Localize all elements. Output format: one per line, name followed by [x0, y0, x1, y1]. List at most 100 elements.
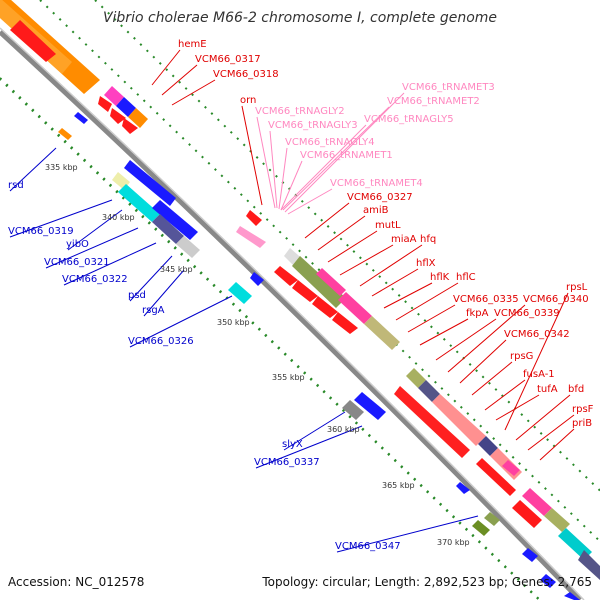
gene-label-red[interactable]: orn — [240, 95, 256, 106]
gene-label-red[interactable]: hfq — [420, 234, 436, 245]
feature-blue-arrow-1 — [74, 112, 88, 124]
leader-line-pink — [278, 147, 288, 210]
gene-label-blue[interactable]: rsd — [8, 180, 24, 191]
feature-olive-2 — [406, 368, 426, 388]
feature-blue-2 — [124, 160, 176, 206]
forward-strand-features — [0, 0, 600, 580]
gene-label-blue[interactable]: psd — [128, 290, 146, 301]
gene-label-red[interactable]: tufA — [537, 384, 558, 395]
leader-line-blue — [283, 411, 346, 451]
gene-label-blue[interactable]: rsgA — [142, 305, 165, 316]
gene-label-blue[interactable]: VCM66_0337 — [254, 457, 320, 468]
leader-line-pink — [280, 124, 367, 211]
feature-red-4 — [312, 296, 338, 318]
gene-label-pink[interactable]: VCM66_tRNAMET3 — [402, 82, 495, 93]
feature-slate-3 — [578, 550, 600, 580]
feature-blue-9 — [564, 592, 580, 600]
gene-label-pink[interactable]: VCM66_tRNAMET4 — [330, 178, 423, 189]
topology-label: Topology: circular; Length: 2,892,523 bp… — [261, 575, 592, 589]
gene-label-red[interactable]: fkpA — [466, 308, 489, 319]
leader-line-blue — [129, 255, 173, 302]
leader-line-red — [484, 379, 526, 411]
leader-line-red — [419, 318, 469, 346]
feature-blue-8 — [540, 574, 556, 588]
feature-pink-1 — [316, 268, 346, 296]
gene-label-red[interactable]: amiB — [363, 205, 389, 216]
leader-line-red — [151, 49, 181, 86]
gene-label-pink[interactable]: VCM66_tRNAGLY4 — [285, 137, 375, 148]
gene-label-pink[interactable]: VCM66_tRNAGLY2 — [255, 106, 345, 117]
map-title: Vibrio cholerae M66-2 chromosome I, comp… — [103, 10, 497, 26]
gene-label-red[interactable]: VCM66_0339 — [494, 308, 560, 319]
leader-line-pink — [282, 106, 390, 211]
chromosome-backbone — [0, 27, 585, 600]
gene-label-red[interactable]: VCM66_0317 — [195, 54, 261, 65]
gene-label-red[interactable]: VCM66_0335 — [453, 294, 519, 305]
leader-line-red — [339, 244, 394, 276]
feature-orange-2 — [128, 108, 148, 128]
gene-label-red[interactable]: hflC — [456, 272, 476, 283]
feature-olive-1 — [292, 256, 346, 308]
gene-label-red[interactable]: fusA-1 — [523, 369, 555, 380]
leader-line-red — [407, 304, 456, 333]
gene-label-red[interactable]: hemE — [178, 39, 207, 50]
leader-line-red — [327, 230, 378, 263]
leader-line-blue — [143, 269, 185, 317]
leader-line-red — [447, 304, 526, 373]
gene-label-red[interactable]: miaA — [391, 234, 417, 245]
gene-label-blue[interactable]: VCM66_0322 — [62, 274, 128, 285]
gene-label-blue[interactable]: VCM66_0319 — [8, 226, 74, 237]
gene-label-red[interactable]: VCM66_0327 — [347, 192, 413, 203]
gene-label-pink[interactable]: VCM66_tRNAGLY5 — [364, 114, 454, 125]
gene-label-red[interactable]: rpsG — [510, 351, 533, 362]
feature-cyan-2 — [118, 184, 160, 222]
leader-line-red — [527, 414, 575, 451]
feature-red-2 — [274, 266, 298, 286]
feature-blue-6 — [456, 482, 470, 494]
kbp-tick-label: 335 kbp — [45, 163, 78, 172]
leader-line-red — [539, 428, 575, 461]
gene-label-red[interactable]: rpsL — [566, 282, 588, 293]
gene-label-red[interactable]: hflK — [430, 272, 450, 283]
leader-line-red — [495, 394, 540, 421]
gene-label-blue[interactable]: yibO — [66, 239, 89, 250]
gene-label-pink[interactable]: VCM66_tRNAMET2 — [387, 96, 480, 107]
leader-line-blue — [63, 242, 157, 286]
gene-label-blue[interactable]: VCM66_0321 — [44, 257, 110, 268]
gene-label-red[interactable]: bfd — [568, 384, 584, 395]
gene-label-pink[interactable]: VCM66_tRNAGLY3 — [268, 120, 358, 131]
feature-red-6 — [476, 458, 516, 496]
ruler-track-inner-2 — [0, 77, 541, 600]
gene-label-blue[interactable]: VCM66_0347 — [335, 541, 401, 552]
feature-slate-1 — [418, 380, 440, 402]
kbp-tick-label: 355 kbp — [272, 373, 305, 382]
leader-line-red — [395, 282, 459, 321]
gene-label-red[interactable]: VCM66_0318 — [213, 69, 279, 80]
gene-label-red[interactable]: VCM66_0340 — [523, 294, 589, 305]
kbp-tick-label: 340 kbp — [102, 213, 135, 222]
feature-khaki-1 — [364, 316, 400, 350]
gene-label-red[interactable]: hflX — [416, 258, 436, 269]
leader-line-blue — [9, 199, 113, 238]
feature-pink-2 — [338, 292, 372, 324]
feature-pink-3 — [502, 460, 520, 476]
gene-label-pink[interactable]: VCM66_tRNAMET1 — [300, 150, 393, 161]
feature-red-arrows — [394, 386, 470, 458]
gene-label-red[interactable]: VCM66_0342 — [504, 329, 570, 340]
gene-label-red[interactable]: priB — [572, 418, 592, 429]
gene-label-red[interactable]: mutL — [375, 220, 401, 231]
feature-red-5 — [332, 312, 358, 334]
leader-line-red — [241, 105, 263, 206]
accession-label: Accession: NC_012578 — [8, 575, 144, 589]
feature-red-small-3 — [122, 118, 138, 134]
feature-red-small-1 — [98, 96, 112, 112]
gene-label-blue[interactable]: VCM66_0326 — [128, 336, 194, 347]
leader-line-red — [317, 215, 366, 251]
gene-label-blue[interactable]: slyX — [282, 439, 303, 450]
gene-label-red[interactable]: rpsF — [572, 404, 594, 415]
leader-line-red — [371, 268, 419, 297]
leader-line-blue — [336, 515, 479, 553]
ruler-track-inner-1 — [0, 77, 541, 600]
